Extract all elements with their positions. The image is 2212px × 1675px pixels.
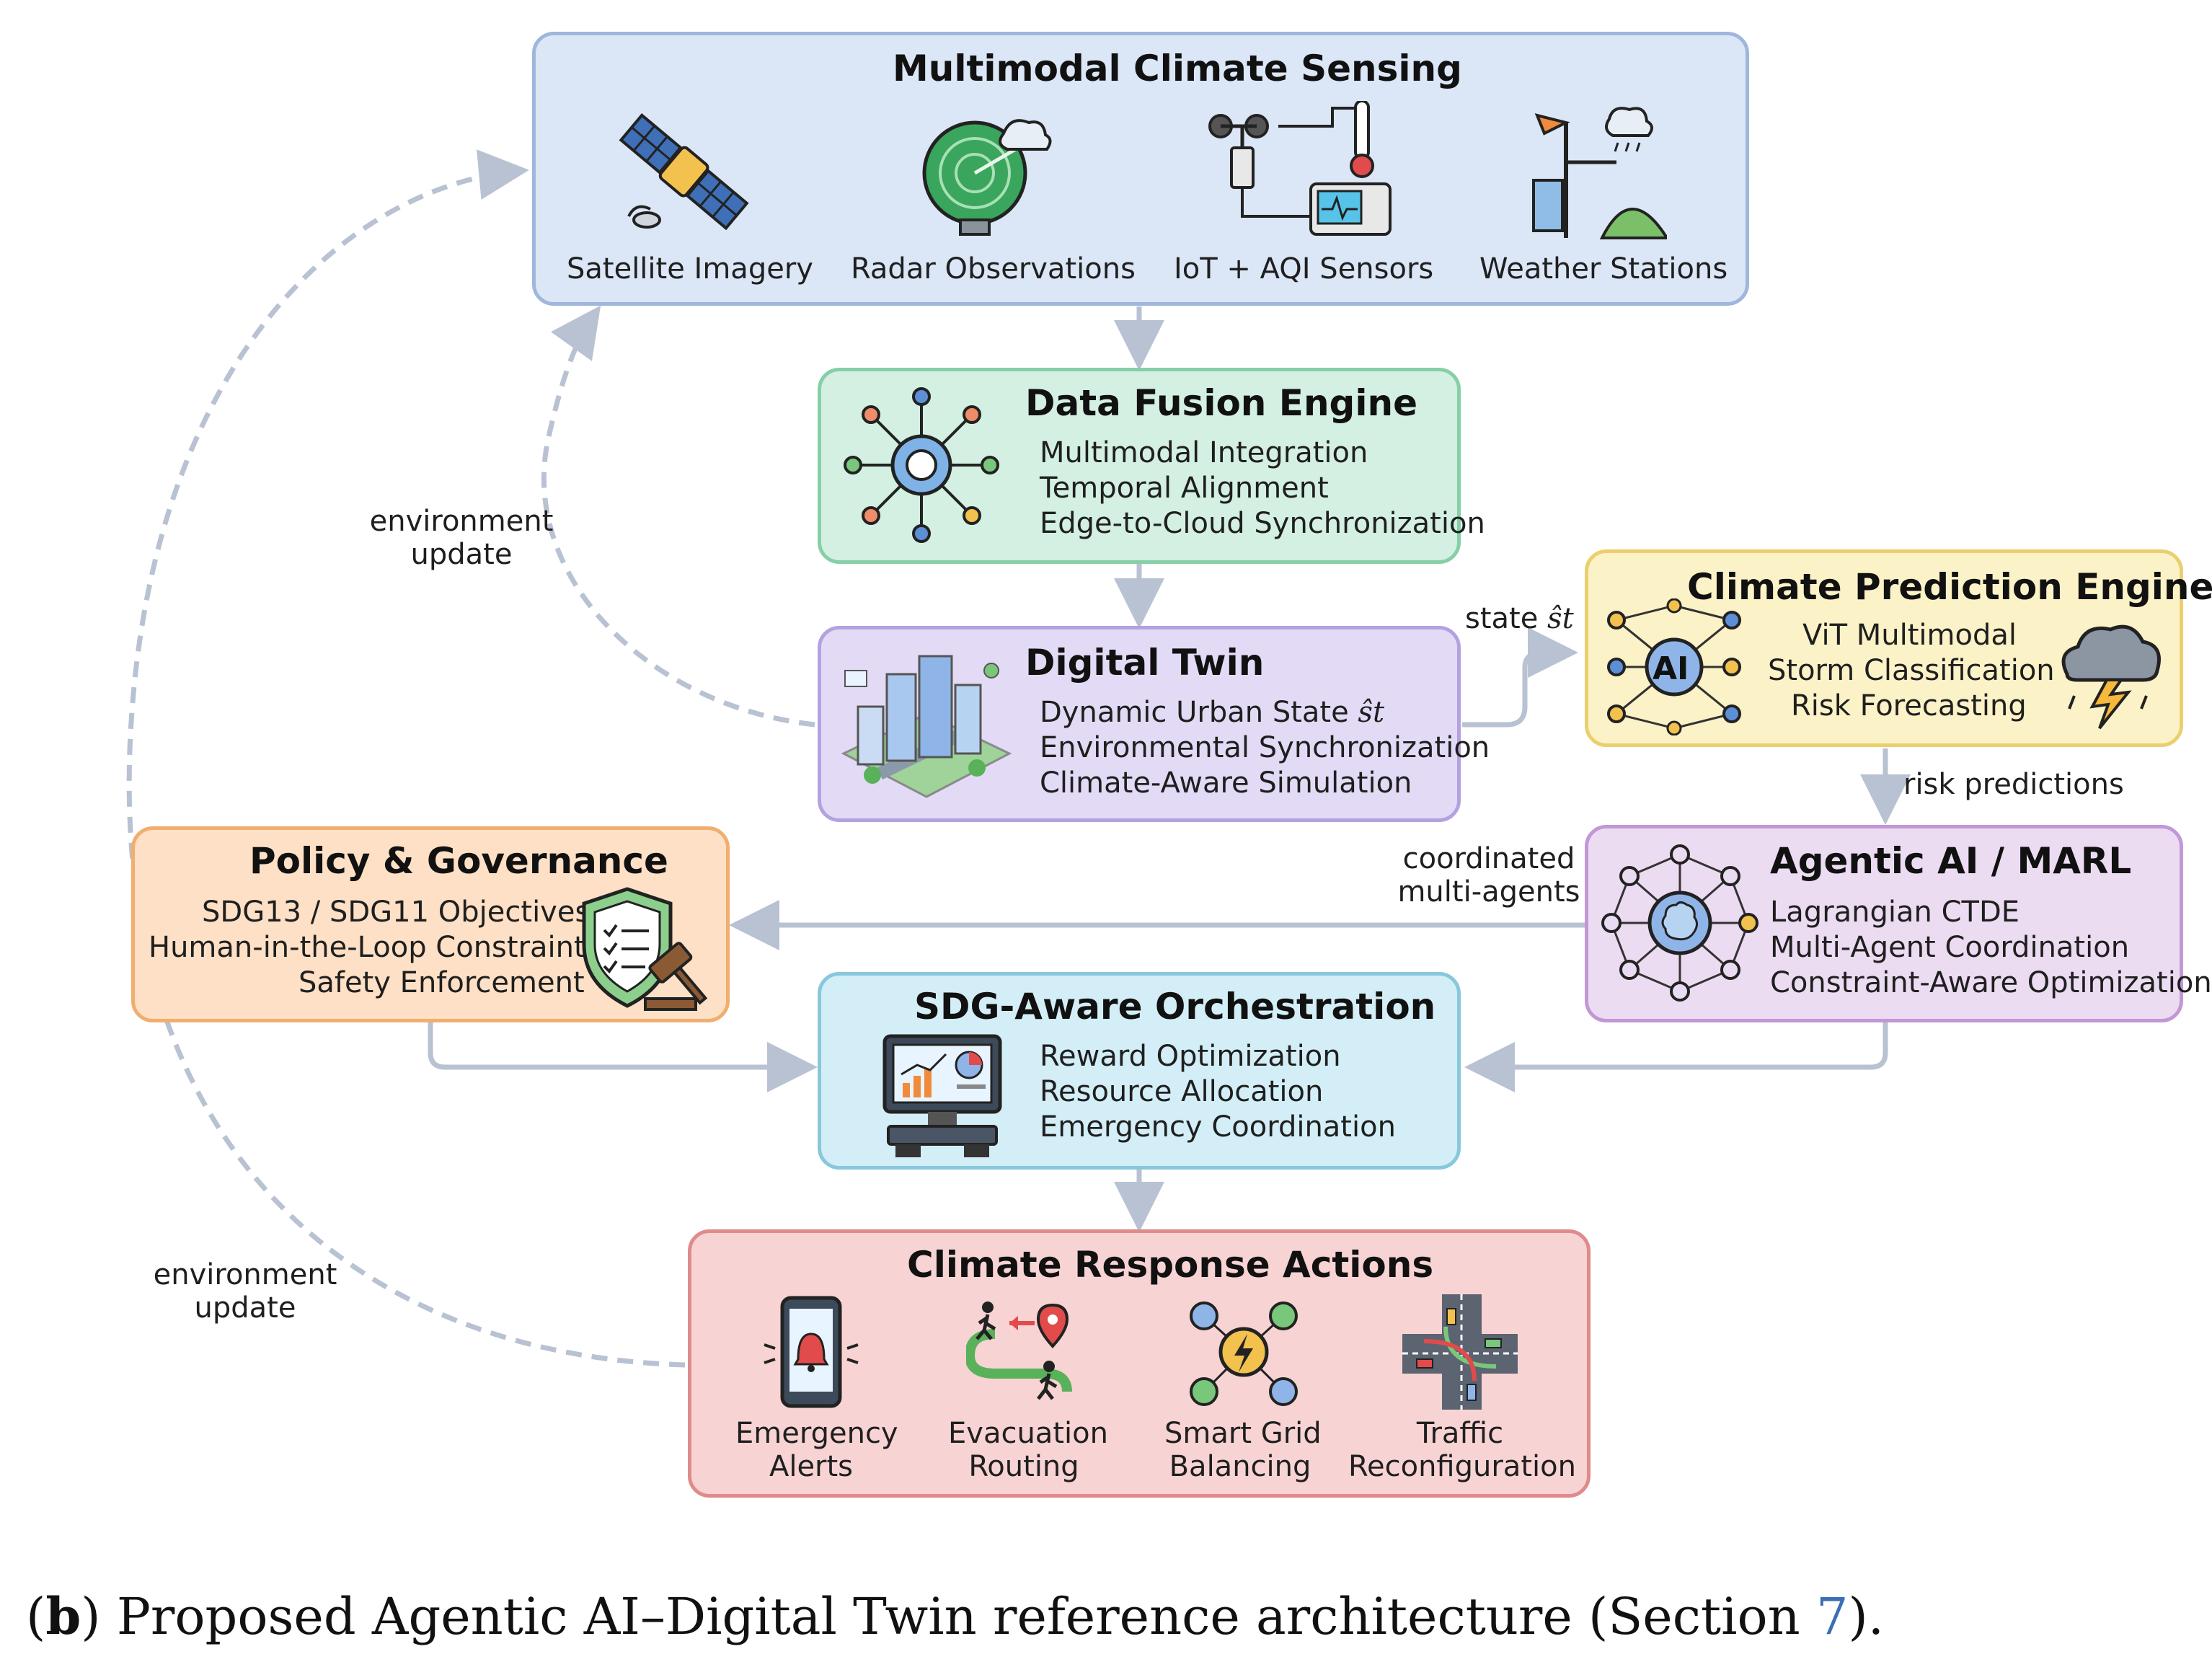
env-update-label-2: environment update [148, 1258, 342, 1325]
weather-station-icon [1532, 107, 1667, 239]
response-item-evacuation-line-2: Routing [968, 1450, 1079, 1483]
ai-chip-label: AI [1653, 650, 1689, 687]
arrow-agentic-to-orchestration [1464, 1022, 1888, 1092]
prediction-title: Climate Prediction Engine [1687, 566, 2212, 608]
response-item-traffic-line-2: Reconfiguration [1348, 1450, 1576, 1483]
agentic-line-1: Lagrangian CTDE [1770, 896, 2020, 929]
traffic-intersection-icon [1402, 1294, 1518, 1410]
agentic-line-3: Constraint-Aware Optimization [1770, 966, 2212, 999]
state-edge-label-text: state [1465, 602, 1539, 635]
coordinated-agents-label: coordinated multi-agents [1388, 842, 1590, 909]
prediction-line-1: ViT Multimodal [1802, 619, 2017, 652]
sensing-box [532, 32, 1749, 306]
prediction-line-2: Storm Classification [1768, 654, 2055, 687]
policy-line-3: Safety Enforcement [298, 966, 585, 999]
caption-text-end: ). [1848, 1587, 1885, 1646]
agentic-title: Agentic AI / MARL [1770, 840, 2132, 882]
digital-twin-line-3: Climate-Aware Simulation [1040, 766, 1412, 800]
radar-icon [922, 119, 1052, 236]
caption-text: Proposed Agentic AI–Digital Twin referen… [116, 1587, 1816, 1646]
policy-title: Policy & Governance [249, 840, 668, 882]
state-symbol: ŝt [1358, 696, 1385, 729]
data-fusion-icon [844, 387, 999, 543]
prediction-line-3: Risk Forecasting [1791, 689, 2027, 722]
policy-line-1: SDG13 / SDG11 Objectives [202, 896, 590, 929]
feedback-twin-to-sensing [541, 305, 815, 728]
arrow-twin-to-prediction [1462, 627, 1578, 728]
sensing-item-weather: Weather Stations [1479, 252, 1728, 286]
coordinated-agents-line-2: multi-agents [1397, 875, 1580, 909]
response-item-alerts: Emergency Alerts [735, 1417, 898, 1483]
coordinated-agents-line-1: coordinated [1402, 842, 1575, 875]
feedback-response-to-sensing [126, 149, 686, 1368]
digital-twin-line-1-text: Dynamic Urban State [1040, 696, 1349, 729]
multi-agent-brain-icon [1601, 844, 1758, 1002]
digital-twin-title: Digital Twin [1025, 642, 1265, 684]
city-twin-icon [841, 655, 1012, 798]
env-update-label-1-line-1: environment [369, 505, 554, 538]
arrow-policy-to-orchestration [428, 1022, 818, 1092]
caption-label: b [45, 1586, 81, 1646]
env-update-label-1-line-2: update [410, 538, 513, 571]
policy-line-2: Human-in-the-Loop Constraints [149, 931, 601, 964]
response-item-traffic-line-1: Traffic [1416, 1417, 1504, 1450]
digital-twin-line-2: Environmental Synchronization [1040, 731, 1490, 764]
iot-sensor-icon [1208, 101, 1392, 236]
digital-twin-line-1: Dynamic Urban State ŝt [1040, 696, 1384, 729]
sensing-item-radar: Radar Observations [851, 252, 1136, 286]
dashboard-workstation-icon [882, 1034, 1002, 1157]
response-item-smart-grid-line-1: Smart Grid [1164, 1417, 1322, 1450]
satellite-icon [619, 112, 749, 231]
orchestration-line-1: Reward Optimization [1040, 1040, 1341, 1073]
sensing-item-satellite: Satellite Imagery [567, 252, 813, 286]
response-item-traffic: Traffic Reconfiguration [1348, 1417, 1576, 1483]
emergency-alert-phone-icon [764, 1296, 859, 1408]
figure-caption: (b) Proposed Agentic AI–Digital Twin ref… [26, 1586, 1885, 1646]
orchestration-line-2: Resource Allocation [1040, 1075, 1324, 1108]
response-item-evacuation: Evacuation Routing [948, 1417, 1108, 1483]
sensing-item-iot: IoT + AQI Sensors [1174, 252, 1434, 286]
env-update-label-1: environment update [364, 505, 559, 571]
smart-grid-icon [1190, 1301, 1298, 1406]
env-update-label-2-line-2: update [194, 1291, 296, 1325]
orchestration-line-3: Emergency Coordination [1040, 1110, 1396, 1144]
response-item-smart-grid: Smart Grid Balancing [1164, 1417, 1322, 1483]
fusion-title: Data Fusion Engine [1025, 382, 1417, 424]
fusion-line-1: Multimodal Integration [1040, 436, 1368, 469]
evacuation-route-icon [966, 1301, 1072, 1400]
state-edge-label: state ŝt [1465, 602, 1574, 635]
neural-network-icon [1607, 598, 1741, 735]
response-item-alerts-line-2: Alerts [769, 1450, 854, 1483]
storm-cloud-icon [2061, 624, 2161, 730]
response-item-alerts-line-1: Emergency [735, 1417, 898, 1450]
caption-section-link[interactable]: 7 [1815, 1587, 1849, 1646]
shield-gavel-icon [582, 887, 708, 1011]
agentic-line-2: Multi-Agent Coordination [1770, 931, 2130, 964]
response-item-smart-grid-line-2: Balancing [1169, 1450, 1311, 1483]
fusion-line-2: Temporal Alignment [1040, 472, 1329, 505]
orchestration-title: SDG-Aware Orchestration [914, 986, 1436, 1027]
risk-predictions-label: risk predictions [1903, 768, 2124, 801]
sensing-title: Multimodal Climate Sensing [893, 48, 1462, 89]
response-item-evacuation-line-1: Evacuation [948, 1417, 1108, 1450]
response-title: Climate Response Actions [907, 1244, 1434, 1286]
env-update-label-2-line-1: environment [153, 1258, 337, 1291]
state-edge-symbol: ŝt [1547, 602, 1574, 635]
fusion-line-3: Edge-to-Cloud Synchronization [1040, 507, 1485, 540]
